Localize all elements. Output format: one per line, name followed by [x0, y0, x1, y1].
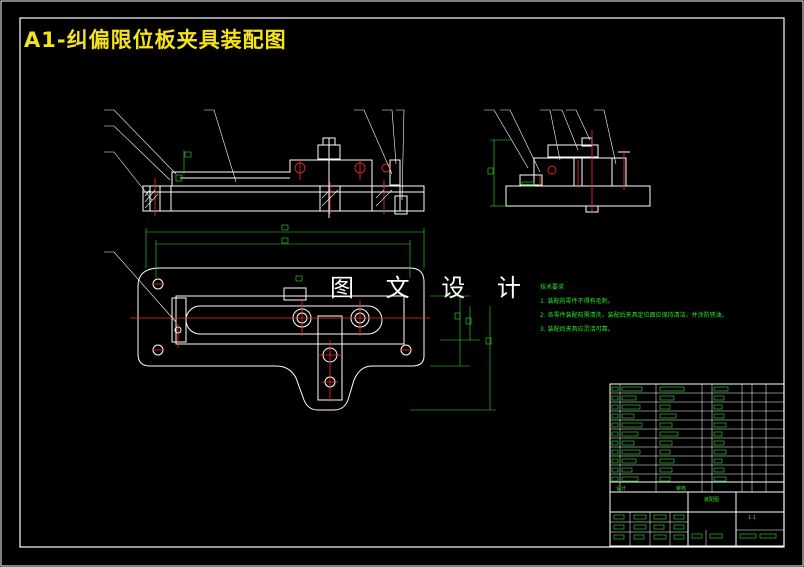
front-view-hatching: [144, 189, 393, 209]
technical-requirement-item: 1. 装配前零件不得有毛刺。: [540, 298, 614, 305]
front-view-leaders: [104, 109, 405, 201]
title-block-scale: 1:1: [748, 515, 757, 521]
front-view-dimensions: [175, 150, 192, 182]
sheet-inner-border: [19, 17, 785, 548]
parts-list-entries: [611, 386, 777, 540]
technical-requirements: 技术要求 1. 装配前零件不得有毛刺。 2. 各零件装配前需清洗，装配后夹具定位…: [540, 281, 790, 337]
title-block-checker-label: 审核: [676, 486, 687, 492]
side-view-dimensions: [487, 139, 535, 207]
technical-requirement-item: 2. 各零件装配前需清洗，装配后夹具定位面应保持清洁，并涂防锈油。: [540, 312, 728, 319]
front-view-centerlines: [154, 160, 391, 216]
side-view-leaders: [484, 109, 617, 173]
plan-view-centerlines: [130, 283, 430, 402]
parts-list-grid: [610, 384, 784, 546]
watermark-text: 图 文 设 计: [330, 274, 533, 302]
plan-view-dimensions: [145, 224, 496, 411]
side-view-centerlines: [539, 130, 625, 212]
title-block-designer-label: 设计: [616, 486, 627, 492]
plan-view-leaders: [104, 251, 177, 323]
drawing-title: A1-纠偏限位板夹具装配图: [24, 28, 287, 52]
technical-requirement-item: 3. 装配后夹具应灵活可靠。: [540, 326, 614, 333]
front-view: [142, 137, 425, 218]
title-block-drawing-name: 装配图: [704, 497, 720, 503]
technical-requirements-heading: 技术要求: [540, 284, 565, 291]
